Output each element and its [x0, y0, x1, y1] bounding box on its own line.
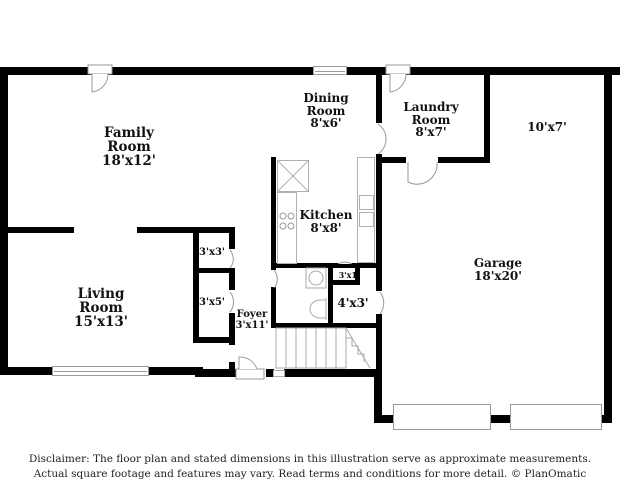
wall-kitchen-left: [271, 157, 276, 270]
wall-stairs-bottom: [284, 369, 380, 377]
door-swing-icon: [273, 269, 278, 289]
wall-family-living-left: [8, 227, 74, 233]
room-dimensions: 18'x12': [102, 153, 156, 170]
room-label-family-room: Family Room 18'x12': [102, 126, 156, 169]
door-swing-icon: [377, 123, 387, 155]
wall-closet-divider: [193, 268, 235, 273]
disclaimer-line-1: Disclaimer: The floor plan and stated di…: [28, 453, 592, 465]
wall-foyer-stub: [229, 362, 235, 370]
disclaimer-line-2: Actual square footage and features may v…: [33, 468, 587, 480]
wall-top: [0, 67, 620, 75]
sink-icon: [359, 195, 374, 210]
stairs-icon: [275, 327, 371, 369]
wall-left: [0, 67, 8, 375]
wall-bath-bottom: [271, 323, 380, 328]
wall-garage-bottom-left: [374, 415, 396, 423]
toilet-icon: [309, 298, 327, 320]
wall-bath-right: [328, 263, 333, 328]
wall-closet-right-top: [229, 227, 235, 249]
room-dimensions: 3'x11': [235, 319, 269, 331]
room-name: Room: [107, 139, 151, 156]
room-label-pantry: 3'x1': [338, 270, 360, 280]
room-label-closet-3x3: 3'x3': [198, 247, 226, 259]
stove-icon: [279, 212, 295, 230]
counter-left: [277, 192, 297, 264]
door-swing-icon: [407, 161, 438, 185]
room-dimensions: 8'x6': [310, 116, 342, 131]
room-dimensions: 18'x20': [474, 268, 522, 283]
wall-laundry-right: [484, 75, 490, 163]
wall-closet-bottom: [193, 337, 235, 343]
door-swing-icon: [229, 291, 234, 313]
window-icon: [52, 366, 149, 376]
refrigerator-icon: [277, 160, 309, 192]
wall-bottom-living-right: [148, 367, 203, 375]
door-swing-icon: [235, 356, 265, 380]
room-name: Room: [79, 300, 123, 317]
room-dimensions: 8'x8': [310, 220, 342, 235]
wall-bottom-living-left: [0, 367, 55, 375]
wall-living-step-top: [195, 369, 238, 377]
room-name: Kitchen: [299, 208, 353, 222]
door-swing-icon: [87, 64, 113, 93]
wall-closet-left: [193, 227, 199, 343]
room-label-garage: Garage 18'x20': [474, 257, 522, 282]
room-label-kitchen: Kitchen 8'x8': [300, 209, 353, 234]
counter-right: [357, 157, 375, 263]
door-swing-icon: [379, 291, 385, 315]
room-label-foyer: Foyer 3'x11': [235, 309, 269, 331]
wall-family-living-right: [137, 227, 233, 233]
room-name: Dining: [303, 91, 349, 105]
room-name: Family: [104, 125, 154, 141]
wall-kitchen-bottom: [271, 263, 376, 268]
wall-laundry-bottom-left: [376, 157, 406, 163]
room-name: Laundry: [403, 100, 459, 114]
garage-door-icon: [393, 404, 491, 430]
room-label-closet-3x5: 3'x5': [198, 297, 226, 309]
room-label-closet-4x3: 4'x3': [337, 297, 368, 310]
wall-garage-left-mid: [376, 314, 382, 372]
wall-pantry-bottom: [328, 280, 358, 285]
wall-laundry-left-lower: [376, 154, 382, 291]
room-name: Living: [77, 286, 125, 302]
room-label-living-room: Living Room 15'x13': [74, 287, 128, 330]
room-dimensions: 8'x7': [415, 125, 447, 140]
wall-closet-right-mid: [229, 268, 235, 290]
wall-closet-right-bottom: [229, 313, 235, 345]
door-swing-icon: [385, 64, 411, 93]
room-name: Room: [411, 112, 451, 127]
room-dimensions: 15'x13': [74, 314, 128, 331]
window-icon: [313, 66, 347, 75]
room-dimensions: 3'x3': [198, 247, 226, 258]
wall-garage-bottom-right: [600, 415, 612, 423]
wall-laundry-left-top: [376, 75, 382, 123]
room-dimensions: 10'x7': [527, 120, 567, 134]
room-name: Foyer: [236, 309, 268, 320]
wall-garage-left-lower: [374, 369, 382, 423]
sink-icon: [359, 212, 374, 227]
floor-plan: Family Room 18'x12' Dining Room 8'x6' La…: [0, 64, 620, 430]
room-name: Room: [306, 103, 346, 118]
room-name: Garage: [473, 256, 523, 270]
wall-garage-bottom-mid: [490, 415, 512, 423]
room-dimensions: 3'x5': [198, 297, 226, 308]
door-swing-icon: [229, 249, 234, 269]
wall-foyer-bottom-right: [266, 369, 274, 377]
door-swing-icon: [337, 261, 353, 265]
room-dimensions: 3'x1': [338, 270, 360, 280]
room-label-laundry-room: Laundry Room 8'x7': [403, 101, 458, 139]
wall-laundry-bottom-right: [438, 157, 490, 163]
room-label-garage-upper: 10'x7': [527, 121, 567, 134]
wall-pantry-right: [355, 263, 360, 285]
wall-right: [604, 67, 612, 423]
disclaimer: Disclaimer: The floor plan and stated di…: [0, 452, 620, 482]
sink-icon: [305, 267, 327, 289]
room-dimensions: 4'x3': [337, 296, 369, 310]
wall-bath-left: [271, 287, 276, 327]
threshold-icon: [273, 370, 285, 377]
room-label-dining-room: Dining Room 8'x6': [303, 92, 348, 130]
garage-door-icon: [510, 404, 602, 430]
